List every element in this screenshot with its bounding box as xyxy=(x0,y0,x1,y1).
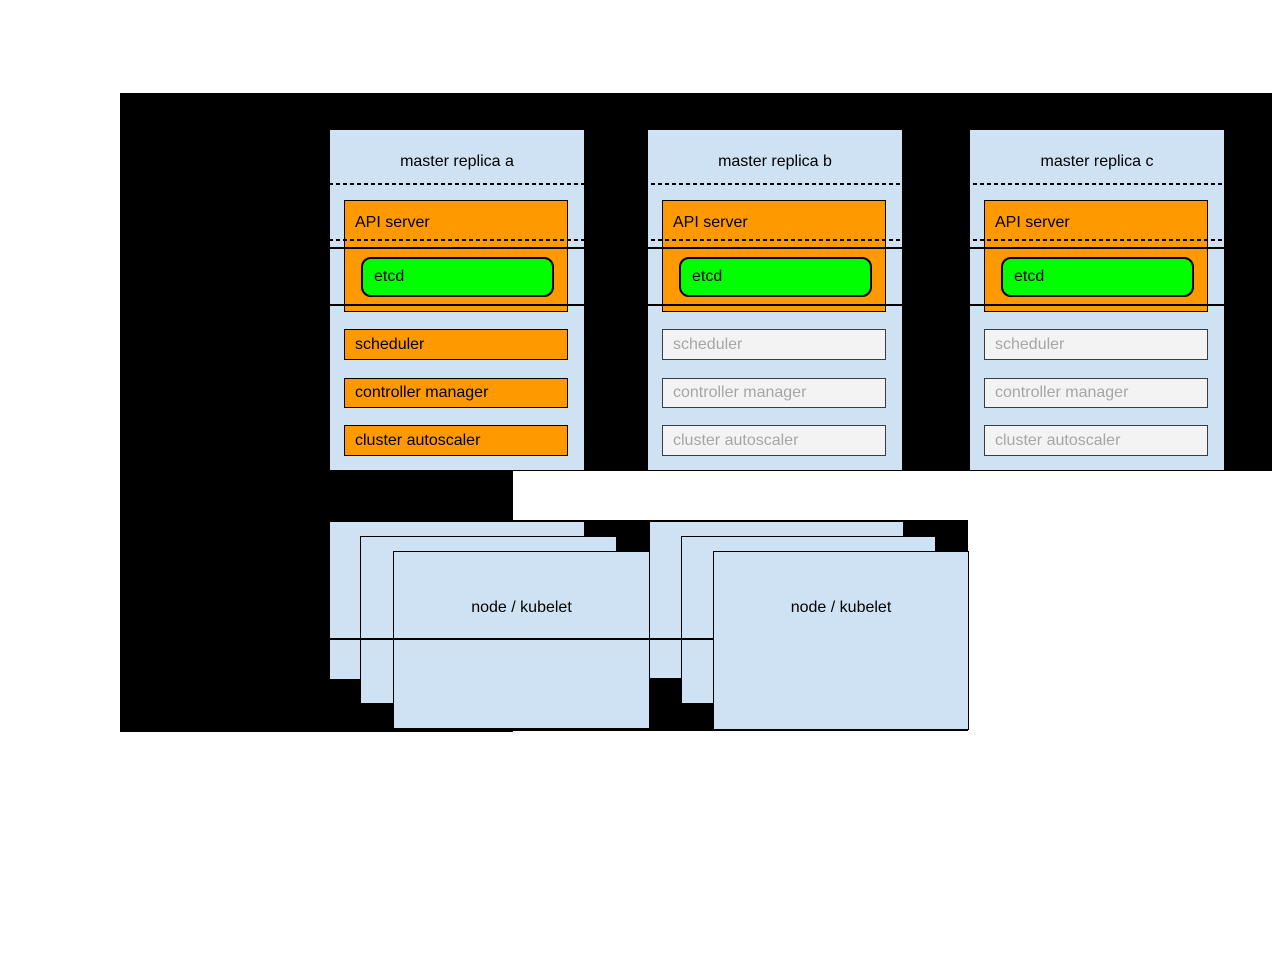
etcd-band-bottom-line xyxy=(329,304,1225,306)
controller-manager-box: controller manager xyxy=(662,378,886,408)
master-replica-a-panel: master replica a API server etcd schedul… xyxy=(329,129,585,471)
node-kubelet-label: node / kubelet xyxy=(471,599,572,616)
node-kubelet-label: node / kubelet xyxy=(790,599,892,616)
scheduler-box: scheduler xyxy=(344,329,568,360)
cluster-autoscaler-box: cluster autoscaler xyxy=(662,425,886,456)
etcd-box: etcd xyxy=(679,257,872,297)
master-replica-b-panel: master replica b API server etcd schedul… xyxy=(647,129,903,471)
panel-title: master replica a xyxy=(400,153,514,170)
etcd-box: etcd xyxy=(361,257,554,297)
master-replica-c-panel: master replica c API server etcd schedul… xyxy=(969,129,1225,471)
node-divider-line xyxy=(329,638,713,640)
node-stack1-front-box: node / kubelet xyxy=(393,551,650,729)
controller-manager-box: controller manager xyxy=(984,378,1208,408)
panel-title: master replica b xyxy=(718,153,832,170)
api-server-label: API server xyxy=(355,214,430,231)
controller-manager-box: controller manager xyxy=(344,378,568,408)
etcd-band-top-line xyxy=(329,247,1225,249)
title-separator-dashed-line xyxy=(329,183,1225,185)
scheduler-box: scheduler xyxy=(662,329,886,360)
panel-title: master replica c xyxy=(1040,153,1154,170)
api-server-label: API server xyxy=(995,214,1070,231)
api-band-dashed-line xyxy=(329,239,1225,241)
api-server-label: API server xyxy=(673,214,748,231)
node-stack2-front-box: node / kubelet xyxy=(713,551,969,730)
scheduler-box: scheduler xyxy=(984,329,1208,360)
etcd-box: etcd xyxy=(1001,257,1194,297)
cluster-autoscaler-box: cluster autoscaler xyxy=(984,425,1208,456)
cluster-autoscaler-box: cluster autoscaler xyxy=(344,425,568,456)
